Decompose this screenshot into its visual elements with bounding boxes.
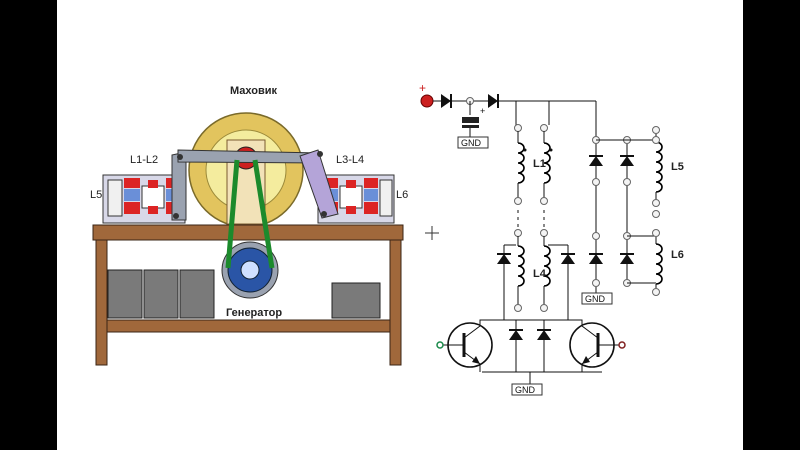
bottom-diode-pair: GND [482,319,602,396]
coil-label-L1: L1 [533,158,546,170]
circuit-schematic: + + GND [419,81,684,396]
generator-label: Генератор [226,307,282,319]
gnd-label-top: GND [461,138,482,148]
coil-pair-left-label: L1-L2 [130,154,158,166]
weights [107,269,381,319]
table [92,224,404,366]
coil-label-L6: L6 [671,249,684,261]
inductor-L4 [514,229,551,312]
diode-left-ladder-1 [497,254,511,264]
coil-label-L4: L4 [533,268,547,280]
capacitor: + GND [457,101,489,149]
right-outer-coil-label: L6 [396,189,408,201]
inductor-L5-L6 [627,126,663,296]
generator-with-belt [221,159,279,299]
gnd-label-right: GND [585,294,606,304]
left-outer-coil-label: L5 [90,189,102,201]
flywheel [188,112,304,228]
crosshair-cursor-icon [425,226,439,240]
flywheel-label: Маховик [230,85,278,97]
machine-illustration: Маховик L1-L2 L5 [90,85,408,366]
plus-sign: + [419,81,426,95]
coil-label-L5: L5 [671,161,684,173]
cap-plus-sign: + [480,106,485,116]
diode-2 [488,94,498,108]
coil-pair-right-label: L3-L4 [336,154,364,166]
gnd-label-bottom: GND [515,385,536,395]
right-diode-ladder: GND [581,136,634,305]
diode-left-ladder-2 [561,254,575,264]
diagram-canvas: Маховик L1-L2 L5 [57,0,743,450]
diagram-svg: Маховик L1-L2 L5 [90,81,684,396]
inductor-L1 [514,124,553,205]
left-coil-assembly [102,174,186,224]
diode-1 [441,94,451,108]
transistor-left [436,319,504,372]
transistor-right [568,319,626,372]
linkage-arms [171,149,339,221]
